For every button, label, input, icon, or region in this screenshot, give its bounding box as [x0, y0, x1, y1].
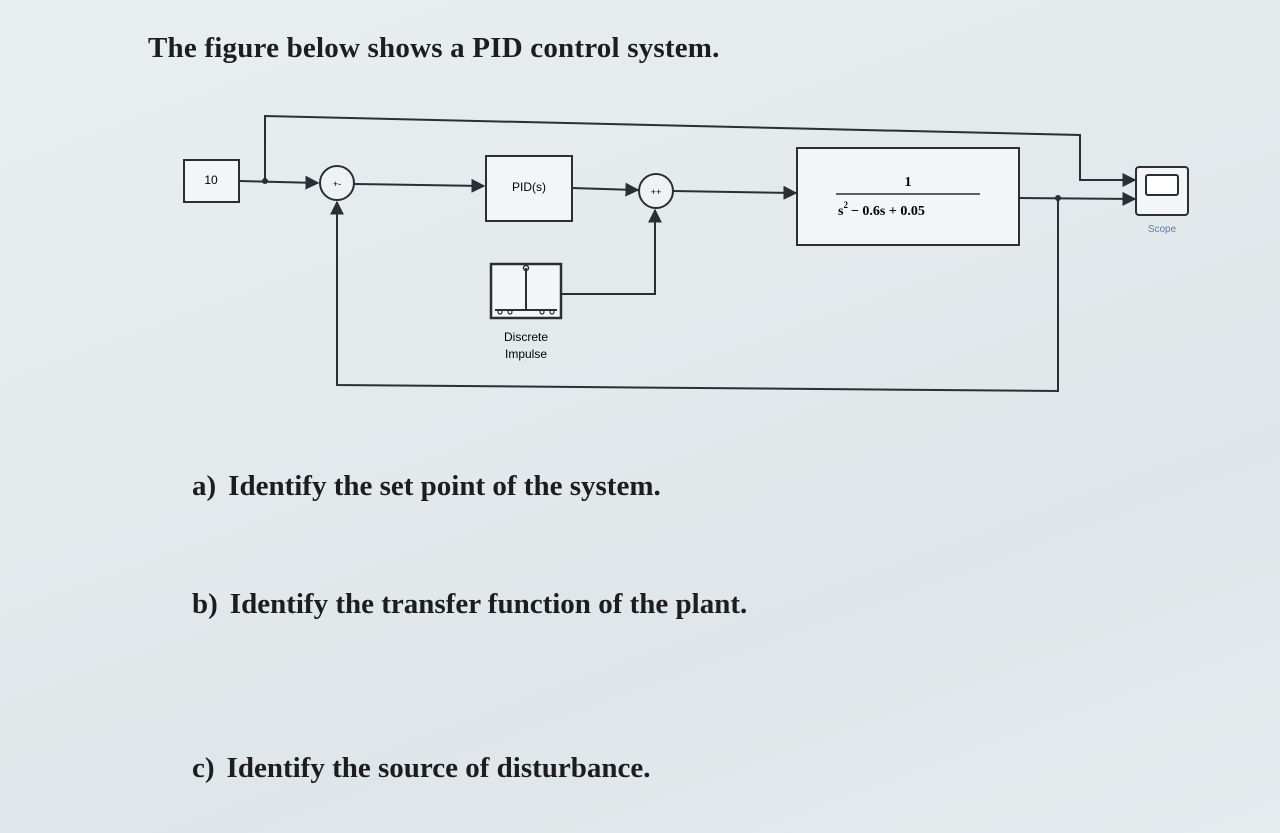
scope-label: Scope: [1148, 224, 1177, 235]
wire-setpoint: [238, 175, 320, 190]
constant-value: 10: [204, 173, 218, 187]
impulse-label-line1: Discrete: [504, 330, 548, 344]
wire-output: [1018, 191, 1137, 206]
question-a: a) Identify the set point of the system.: [192, 470, 661, 503]
sum2-signs: ++: [651, 187, 662, 197]
sum1-signs: +-: [333, 179, 341, 189]
wire-plant-input: [672, 185, 798, 200]
sum-junction-disturbance: ++: [638, 173, 674, 209]
question-a-text: Identify the set point of the system.: [228, 470, 661, 502]
pid-block: PID(s): [485, 155, 573, 222]
question-b-text: Identify the transfer function of the pl…: [229, 588, 748, 620]
sum-junction-error: +-: [319, 165, 355, 201]
wire-control: [571, 182, 640, 197]
question-c: c) Identify the source of disturbance.: [192, 752, 651, 785]
wire-feedback: [330, 198, 1059, 393]
question-c-text: Identify the source of disturbance.: [226, 752, 651, 784]
impulse-label-line2: Impulse: [505, 347, 547, 361]
plant-transfer-function-block: 1 s2− 0.6s + 0.05: [796, 147, 1020, 246]
scope-block: Scope: [1135, 166, 1189, 235]
scope-screen: [1145, 174, 1179, 196]
block-diagram: 10 +- PID(s) ++: [183, 114, 1189, 393]
pid-label: PID(s): [512, 180, 546, 194]
constant-block: 10: [183, 159, 240, 203]
plant-denominator: s2− 0.6s + 0.05: [838, 200, 925, 219]
question-a-letter: a): [192, 470, 217, 502]
wire-error: [353, 178, 486, 193]
wire-disturbance: [561, 208, 662, 295]
discrete-impulse-block: Discrete Impulse: [489, 262, 563, 361]
wire-setpoint-to-scope: [264, 114, 1137, 187]
question-b-letter: b): [192, 588, 218, 620]
page-heading: The figure below shows a PID control sys…: [148, 32, 720, 64]
question-c-letter: c): [192, 752, 215, 784]
question-b: b) Identify the transfer function of the …: [192, 588, 747, 621]
plant-numerator: 1: [905, 175, 912, 190]
